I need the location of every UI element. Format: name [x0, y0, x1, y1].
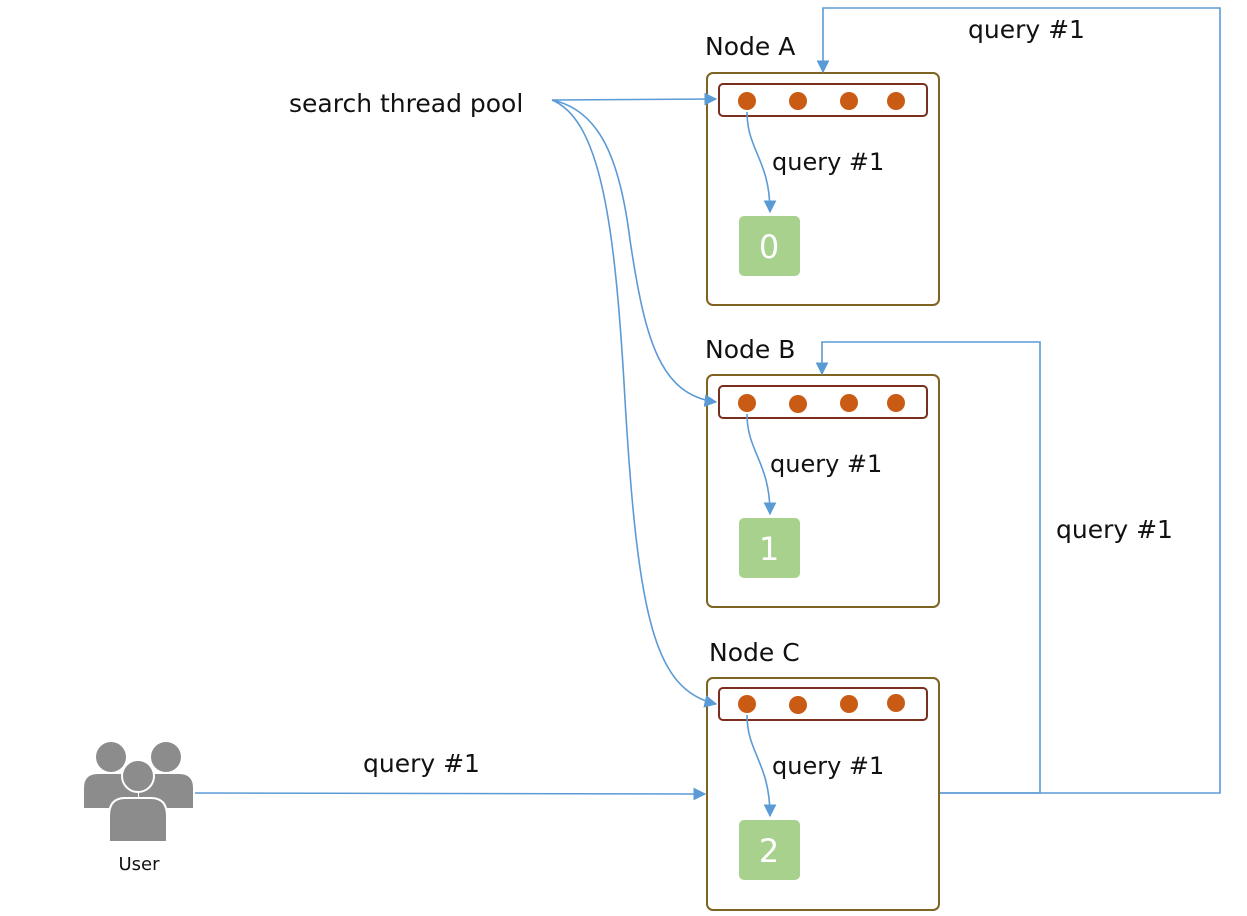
user-icon — [84, 742, 193, 843]
pool-arrow-to-node-a — [551, 92, 718, 106]
node-b-thread-dot — [738, 394, 756, 412]
node-b-internal-arrow — [746, 413, 777, 516]
node-c-query-label: query #1 — [772, 752, 884, 780]
node-a-thread-pool — [718, 83, 928, 117]
node-b-thread-pool — [718, 385, 928, 419]
node-b-thread-dot — [789, 395, 807, 413]
node-b-thread-dot — [887, 394, 905, 412]
node-b-thread-dot — [840, 394, 858, 412]
node-c-title: Node C — [709, 638, 800, 667]
search-thread-pool-label: search thread pool — [289, 89, 523, 118]
node-c-thread-dot — [738, 695, 756, 713]
pool-arrow-to-node-b — [551, 99, 718, 407]
pool-arrow-to-node-c — [551, 99, 718, 708]
forward-to-node-b-label: query #1 — [1056, 515, 1173, 544]
user-query-label: query #1 — [363, 749, 480, 778]
node-a-internal-arrow — [746, 111, 777, 214]
node-a-thread-dot — [738, 92, 756, 110]
node-a: Node A query #1 0 — [705, 32, 940, 306]
node-a-thread-dot — [887, 92, 905, 110]
node-b-shard-number: 1 — [759, 530, 779, 568]
forward-arrow-to-node-a — [816, 7, 1221, 794]
node-a-title: Node A — [705, 32, 795, 61]
node-c-thread-dot — [887, 694, 905, 712]
node-a-shard-number: 0 — [759, 228, 779, 266]
node-c-internal-arrow — [746, 714, 777, 818]
node-b: Node B query #1 1 — [705, 335, 940, 608]
node-c-thread-dot — [840, 695, 858, 713]
node-c-thread-pool — [718, 687, 928, 721]
forward-to-node-a-label: query #1 — [968, 15, 1085, 44]
node-c: Node C query #1 2 — [706, 638, 940, 911]
node-c-shard-number: 2 — [759, 832, 779, 870]
node-c-thread-dot — [789, 696, 807, 714]
node-b-shard — [739, 518, 800, 578]
user-query-arrow — [194, 787, 707, 801]
node-a-shard — [739, 216, 800, 276]
node-c-box — [706, 677, 940, 911]
node-a-query-label: query #1 — [772, 148, 884, 176]
node-c-shard — [739, 820, 800, 880]
node-a-thread-dot — [840, 92, 858, 110]
node-b-query-label: query #1 — [770, 450, 882, 478]
node-a-thread-dot — [789, 92, 807, 110]
user-label: User — [118, 854, 160, 875]
node-b-title: Node B — [705, 335, 795, 364]
